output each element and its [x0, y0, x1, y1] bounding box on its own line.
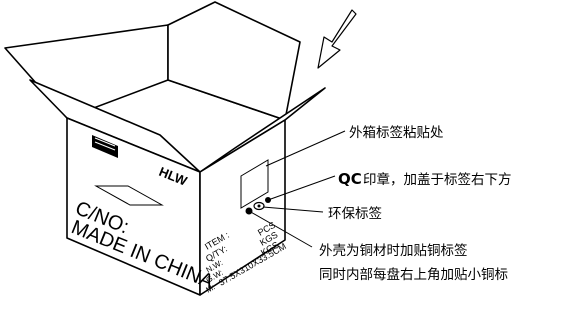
insert-arrow-icon — [317, 9, 357, 69]
label-area — [240, 159, 269, 209]
diamond-marking — [94, 185, 164, 206]
callout-copper-line2: 同时内部每盘右上角加贴小铜标 — [319, 266, 508, 283]
callout-eco-label: 环保标签 — [328, 205, 382, 222]
callout-label-position: 外箱标签粘贴处 — [349, 124, 444, 141]
callout-copper-line1: 外壳为铜材时加贴铜标签 — [319, 242, 468, 259]
handle-slot-icon — [92, 135, 118, 158]
leader-label-area — [265, 130, 346, 167]
callout-qc-prefix: QC — [338, 170, 362, 188]
leader-qc-stamp — [267, 175, 336, 201]
leader-eco-label — [262, 206, 324, 213]
leader-copper-label — [248, 210, 313, 248]
callout-qc-stamp: 印章，加盖于标签右下方 — [363, 171, 512, 188]
field-m: M: — [205, 282, 217, 294]
flap-back-right — [167, 1, 301, 121]
